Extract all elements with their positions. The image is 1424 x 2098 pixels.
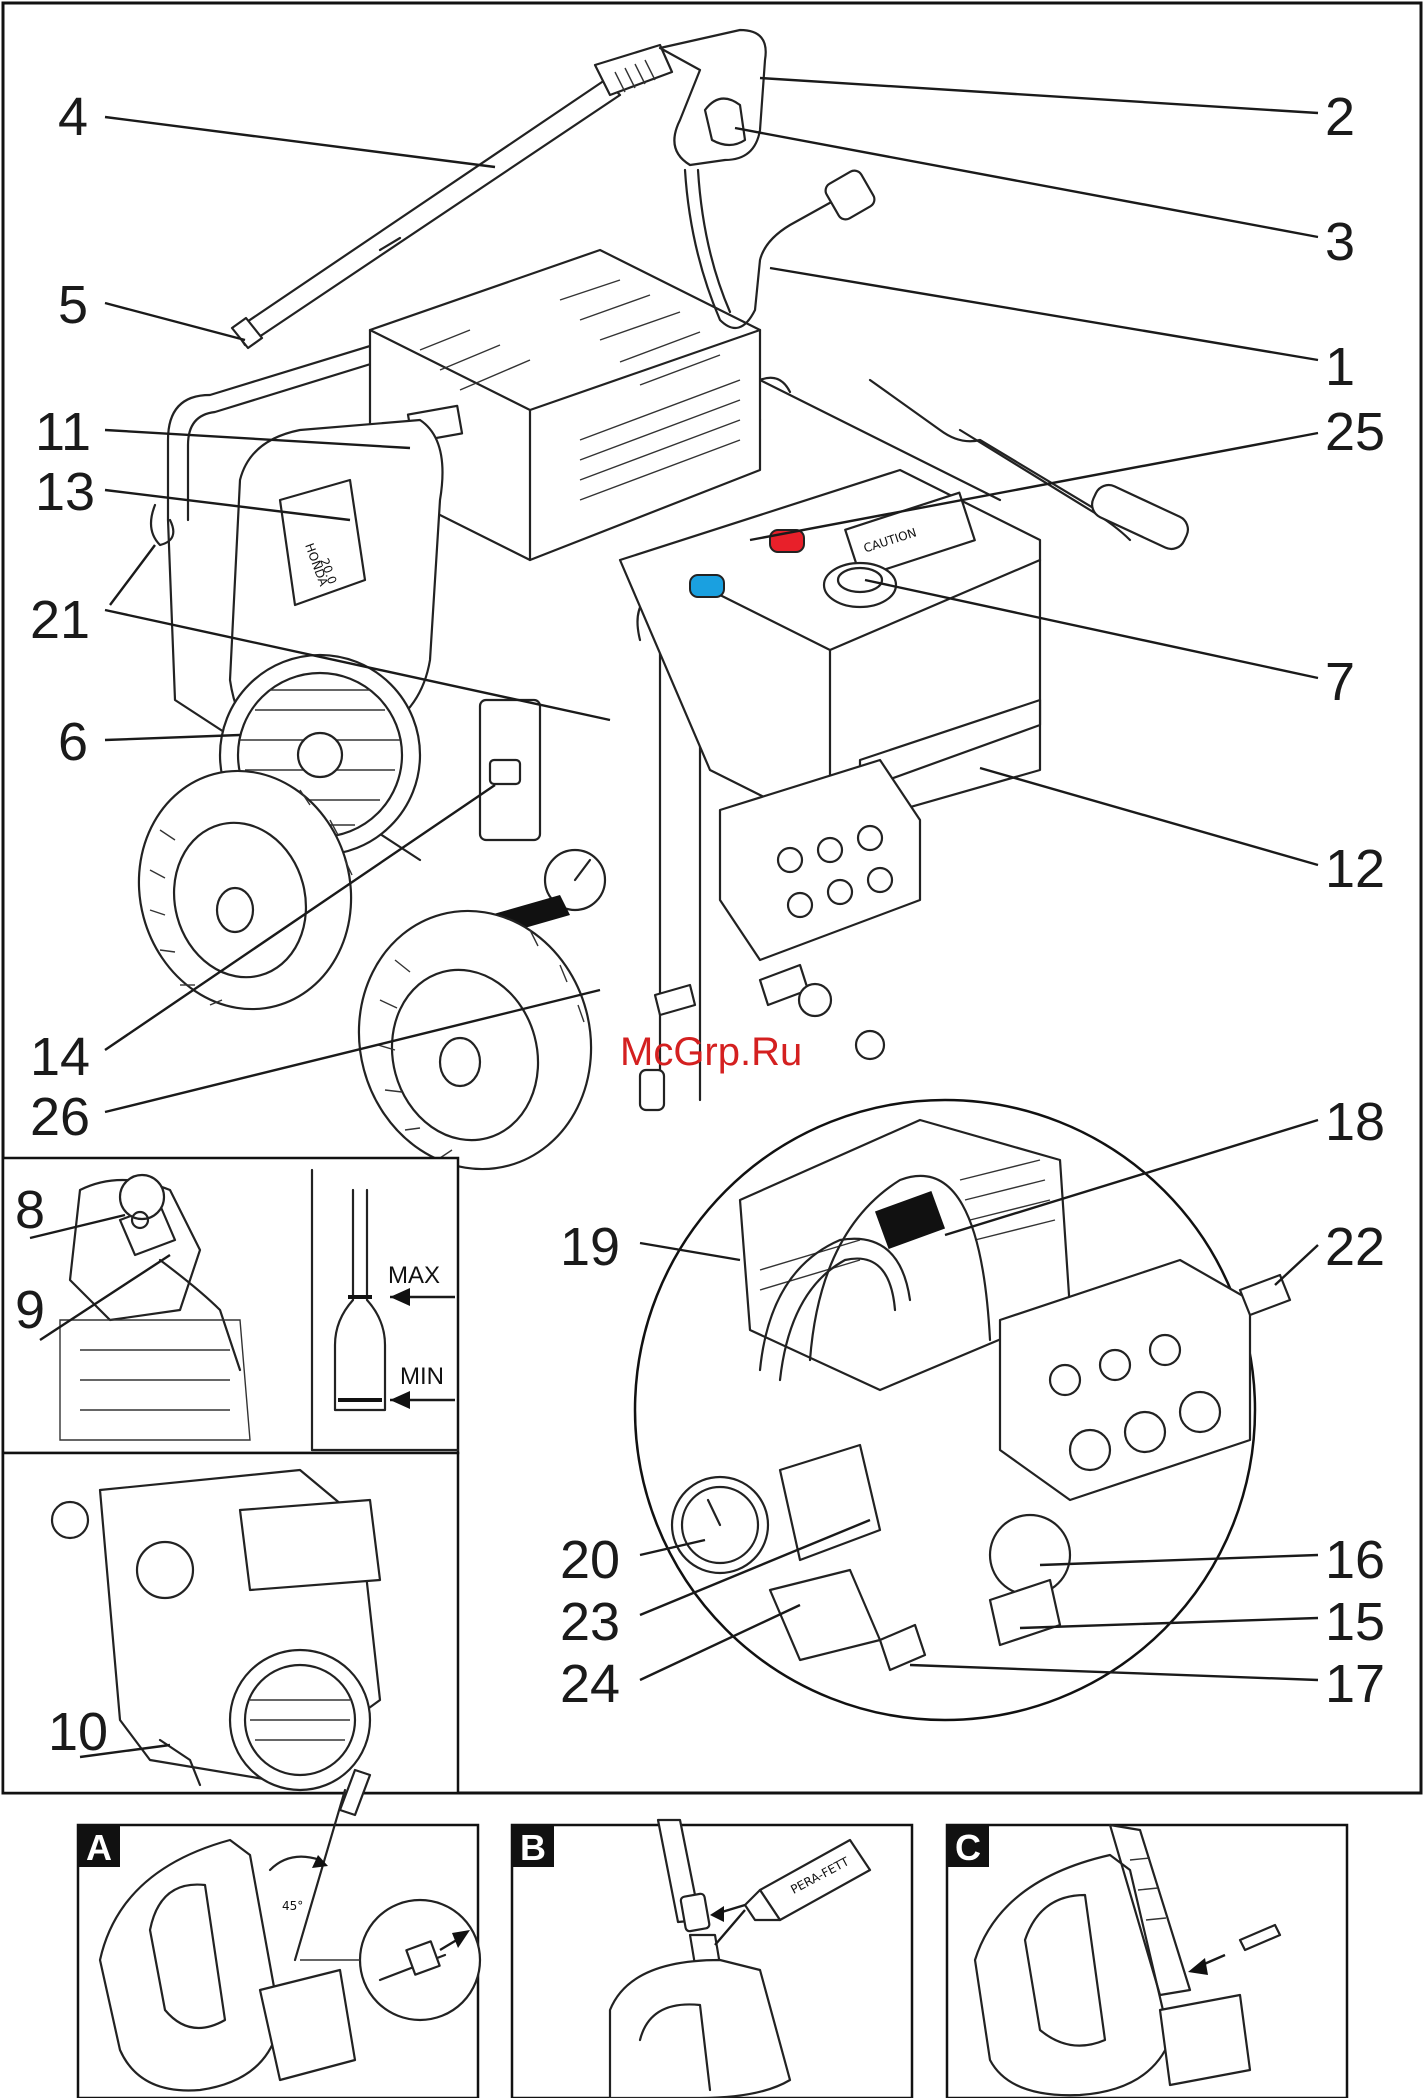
callout-15: 15 — [1325, 1592, 1385, 1652]
dipstick-min-label: MIN — [400, 1363, 444, 1390]
callout-10: 10 — [48, 1702, 108, 1762]
callout-24: 24 — [560, 1654, 620, 1714]
callout-13: 13 — [35, 462, 95, 522]
panel-c: C — [947, 1825, 1347, 2098]
panel-a: A 45° — [78, 1770, 480, 2098]
panel-b: B PERA-FETT — [512, 1820, 912, 2098]
callout-17: 17 — [1325, 1654, 1385, 1714]
callout-6: 6 — [58, 712, 88, 772]
callout-1: 1 — [1325, 337, 1355, 397]
callout-4: 4 — [58, 87, 88, 147]
callout-22: 22 — [1325, 1217, 1385, 1277]
panel-a-tag: A — [86, 1827, 112, 1868]
callout-12: 12 — [1325, 839, 1385, 899]
callout-21: 21 — [30, 590, 90, 650]
dipstick-max-label: MAX — [388, 1262, 440, 1289]
callout-14: 14 — [30, 1027, 90, 1087]
callout-5: 5 — [58, 275, 88, 335]
callout-25: 25 — [1325, 402, 1385, 462]
callout-8: 8 — [15, 1180, 45, 1240]
callout-7: 7 — [1325, 652, 1355, 712]
callout-23: 23 — [560, 1592, 620, 1652]
callout-18: 18 — [1325, 1092, 1385, 1152]
callout-2: 2 — [1325, 87, 1355, 147]
callout-3: 3 — [1325, 212, 1355, 272]
callout-19: 19 — [560, 1217, 620, 1277]
callout-16: 16 — [1325, 1530, 1385, 1590]
callout-20: 20 — [560, 1530, 620, 1590]
watermark: McGrp.Ru — [620, 1030, 802, 1074]
dipstick-inset: MAX MIN — [3, 1158, 458, 1453]
panel-a-angle: 45° — [282, 1899, 303, 1913]
callout-26: 26 — [30, 1087, 90, 1147]
blue-knob — [690, 575, 724, 597]
callout-9: 9 — [15, 1280, 45, 1340]
panel-b-tag: B — [520, 1827, 546, 1868]
panel-c-tag: C — [955, 1827, 981, 1868]
callout-11: 11 — [35, 402, 91, 462]
